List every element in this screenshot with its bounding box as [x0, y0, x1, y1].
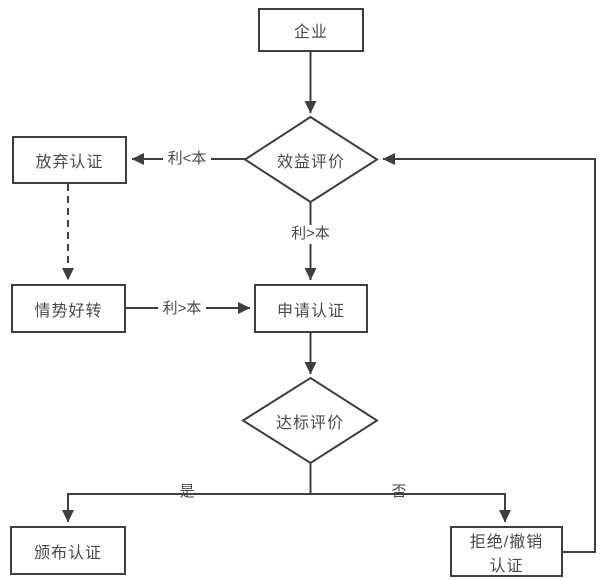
edge-label-no: 否 — [391, 483, 407, 500]
node-reject-revoke-certification: 拒绝/撤销认证 — [450, 526, 563, 577]
benefit-evaluation-diamond — [243, 115, 379, 204]
node-enterprise: 企业 — [258, 8, 364, 52]
edge-label-profit-greater-than-cost-right: 利>本 — [158, 300, 206, 319]
edge-label-yes: 是 — [179, 483, 195, 500]
edge-reject-feedback-to-benefit — [382, 153, 596, 553]
node-issue-certification: 颁布认证 — [10, 526, 126, 575]
edge-label-profit-greater-than-cost-down: 利>本 — [286, 225, 335, 244]
reject-revoke-label: 拒绝/撤销认证 — [469, 533, 544, 575]
compliance-evaluation-diamond — [241, 376, 379, 465]
node-abandon-certification: 放弃认证 — [12, 136, 127, 184]
edge-label-profit-less-than-cost: 利<本 — [163, 150, 211, 169]
node-apply-certification: 申请认证 — [254, 284, 368, 333]
node-situation-improves: 情势好转 — [11, 284, 126, 333]
